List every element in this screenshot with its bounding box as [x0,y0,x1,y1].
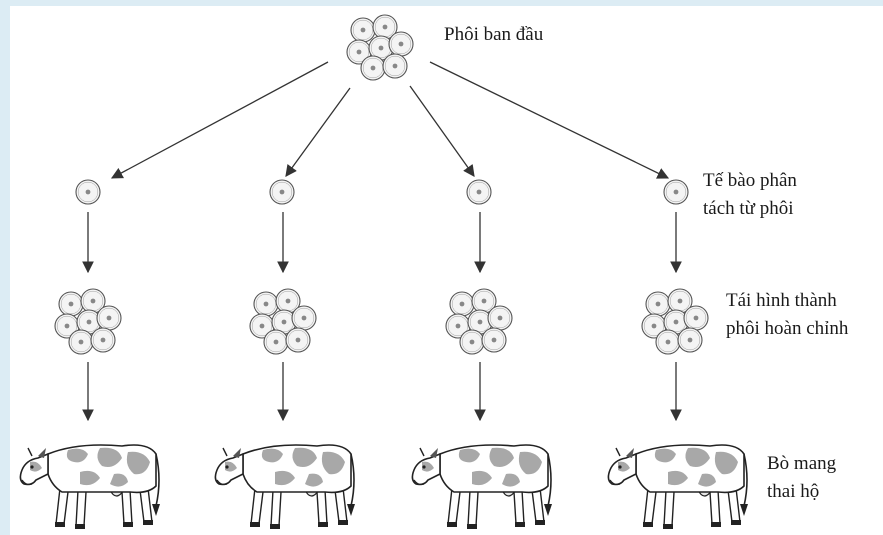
reformed-embryo-label-line2: phôi hoàn chỉnh [726,318,849,339]
surrogate-cow [19,444,161,530]
reformed-embryo [642,289,708,354]
column-2 [214,179,356,530]
surrogate-cow [411,444,553,530]
original-embryo [347,15,413,80]
column-3 [411,179,553,530]
original-embryo-label: Phôi ban đầu [444,24,544,45]
column-1 [19,179,161,530]
column-4 [607,179,749,530]
separated-cell [75,179,101,205]
split-arrow-2 [285,87,351,177]
surrogate-cow-label-line1: Bò mang [767,453,837,474]
split-arrows [110,61,670,179]
separated-cell [269,179,295,205]
split-arrow-3 [409,85,475,177]
separated-cells-label-line2: tách từ phôi [703,198,794,219]
reformed-embryo [446,289,512,354]
separated-cell [466,179,492,205]
surrogate-cow [214,444,356,530]
reformed-embryo [55,289,121,354]
split-arrow-4 [429,61,670,179]
separated-cells-label-line1: Tế bào phân [703,170,797,191]
surrogate-cow [607,444,749,530]
separated-cell [663,179,689,205]
reformed-embryo-label-line1: Tái hình thành [726,290,837,311]
diagram-panel [10,6,883,535]
surrogate-cow-label-line2: thai hộ [767,481,820,502]
split-arrow-1 [110,61,329,179]
reformed-embryo [250,289,316,354]
